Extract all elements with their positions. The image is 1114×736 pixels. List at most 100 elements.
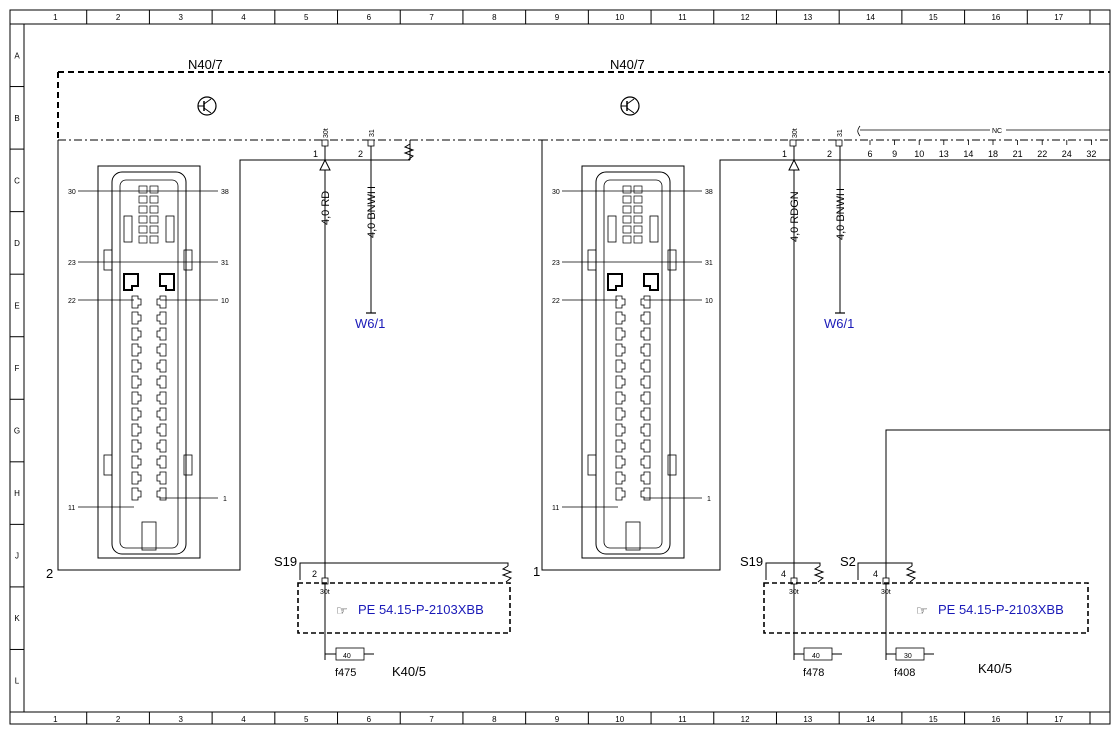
pin-1: 1 <box>782 149 787 159</box>
nc-label: NC <box>992 128 1002 135</box>
terminal-30t: 30t <box>792 128 799 138</box>
grid-column-label: 9 <box>555 13 560 22</box>
module-left-name: N40/7 <box>188 57 223 72</box>
sheet-frame <box>9 9 1111 725</box>
grid-column-label: 17 <box>1054 715 1063 724</box>
pin-2: 2 <box>827 149 832 159</box>
grid-column-label: 13 <box>803 13 812 22</box>
pin-label-1: 1 <box>223 496 227 503</box>
grid-column-label: 1 <box>53 715 58 724</box>
grid-column-label: 3 <box>179 715 184 724</box>
splice-pin: 2 <box>312 569 317 579</box>
pin-label-22: 22 <box>68 298 76 305</box>
nc-pin-number: 9 <box>892 149 897 159</box>
nc-pin-number: 21 <box>1013 149 1023 159</box>
nc-pin-number: 13 <box>939 149 949 159</box>
splice-a-terminal: 30t <box>789 589 799 596</box>
fuse-b-value: 30 <box>904 653 912 660</box>
ground-label: W6/1 <box>355 316 385 331</box>
splice-b-pin: 4 <box>873 569 878 579</box>
nc-pin-number: 32 <box>1086 149 1096 159</box>
wire-1-label: 4,0 RD <box>320 191 332 225</box>
pin-label-1: 1 <box>707 496 711 503</box>
nc-pin-number: 22 <box>1037 149 1047 159</box>
grid-row-label: E <box>14 301 19 310</box>
reference-link[interactable]: PE 54.15-P-2103XBB <box>938 602 1064 617</box>
pin-label-10: 10 <box>705 298 713 305</box>
terminal-30t: 30t <box>323 128 330 138</box>
splice-b-label: S2 <box>840 554 856 569</box>
pin-2: 2 <box>358 149 363 159</box>
grid-column-label: 2 <box>116 715 121 724</box>
fuse-name: f475 <box>335 667 356 679</box>
grid-column-label: 15 <box>929 715 938 724</box>
terminal-31: 31 <box>369 129 376 137</box>
nc-pin-number: 18 <box>988 149 998 159</box>
nc-pin-number: 24 <box>1062 149 1072 159</box>
grid-column-label: 3 <box>179 13 184 22</box>
splice-a-pin: 4 <box>781 569 786 579</box>
fuse-b-name: f408 <box>894 667 915 679</box>
grid-row-label: L <box>15 677 20 686</box>
pin-label-30: 30 <box>68 189 76 196</box>
reference-box <box>297 582 511 634</box>
grid-row-label: H <box>14 489 20 498</box>
connector-drawing-left <box>97 165 201 559</box>
wire-2-label: 4,0 BNWH <box>366 186 378 238</box>
grid-row-label: D <box>14 239 20 248</box>
grid-column-label: 10 <box>615 715 624 724</box>
grid-column-label: 9 <box>555 715 560 724</box>
nc-pin-number: 6 <box>867 149 872 159</box>
grid-column-label: 7 <box>429 715 434 724</box>
terminal-31: 31 <box>837 129 844 137</box>
grid-row-label: K <box>14 614 20 623</box>
hand-pointer-icon: ☞ <box>916 603 928 618</box>
transistor-icon <box>620 96 640 116</box>
pin-label-22: 22 <box>552 298 560 305</box>
grid-row-label: G <box>14 427 20 436</box>
grid-column-label: 15 <box>929 13 938 22</box>
pin-label-10: 10 <box>221 298 229 305</box>
fuse-value: 40 <box>343 653 351 660</box>
module-right-name: N40/7 <box>610 57 645 72</box>
grid-row-label: B <box>14 114 19 123</box>
grid-column-label: 11 <box>678 13 687 22</box>
frame-number-right: 1 <box>533 564 540 579</box>
pin-label-23: 23 <box>68 260 76 267</box>
current-arrow-icon <box>319 158 331 171</box>
grid-column-label: 8 <box>492 715 497 724</box>
grid-column-label: 14 <box>866 13 875 22</box>
grid-row-label: A <box>14 51 20 60</box>
grid-column-label: 4 <box>241 715 246 724</box>
grid-column-label: 5 <box>304 715 309 724</box>
grid-column-label: 10 <box>615 13 624 22</box>
grid-column-label: 12 <box>741 715 750 724</box>
ground-label: W6/1 <box>824 316 854 331</box>
grid-row-label: C <box>14 176 20 185</box>
hand-pointer-icon: ☞ <box>336 603 348 618</box>
pin-label-23: 23 <box>552 260 560 267</box>
current-arrow-icon <box>788 158 800 171</box>
grid-column-label: 16 <box>991 13 1000 22</box>
relay-box-label: K40/5 <box>978 661 1012 676</box>
grid-column-label: 6 <box>367 13 372 22</box>
pin-label-38: 38 <box>705 189 713 196</box>
grid-column-label: 14 <box>866 715 875 724</box>
splice-label: S19 <box>274 554 297 569</box>
pin-label-31: 31 <box>705 260 713 267</box>
grid-column-label: 2 <box>116 13 121 22</box>
nc-pin-number: 14 <box>963 149 973 159</box>
grid-column-label: 11 <box>678 715 687 724</box>
wire-2-label: 4,0 BNWH <box>835 188 847 240</box>
reference-link[interactable]: PE 54.15-P-2103XBB <box>358 602 484 617</box>
grid-column-label: 13 <box>803 715 812 724</box>
pin-label-11: 11 <box>68 505 75 512</box>
pin-label-11: 11 <box>552 505 559 512</box>
splice-a-label: S19 <box>740 554 763 569</box>
grid-column-label: 16 <box>991 715 1000 724</box>
splice-b-terminal: 30t <box>881 589 891 596</box>
